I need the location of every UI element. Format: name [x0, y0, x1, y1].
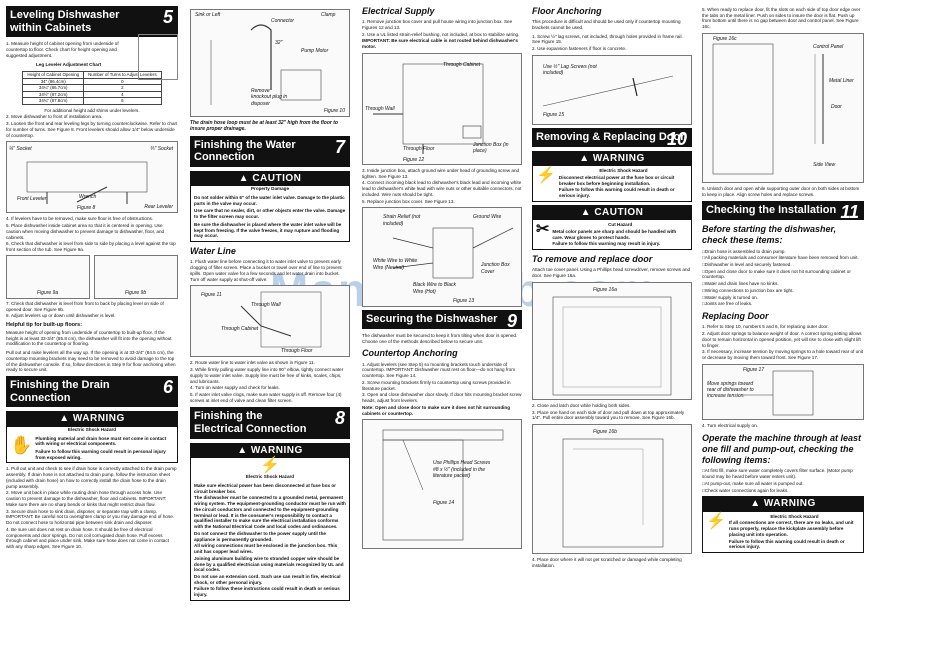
figure-8: ¼" Socket ⅔" Socket Front Leveler Wrench… — [6, 141, 178, 214]
junction-box-diagram — [373, 63, 484, 154]
leveler-diagram — [26, 162, 148, 205]
figure-9a: Figure 9a — [6, 254, 90, 299]
section-7-header: Finishing the Water Connection 7 — [190, 135, 350, 167]
figure-10: Sink or Left Connector Clamp 32" Pump Mo… — [190, 9, 350, 117]
countertop-anchoring-title: Countertop Anchoring — [362, 348, 458, 359]
door-side-view-diagram — [712, 43, 824, 175]
warning-box-final: ▲ WARNING ⚡ Electric Shock Hazard If all… — [702, 496, 864, 554]
column-1: Leveling Dishwasher within Cabinets 5 1.… — [6, 6, 178, 550]
cut-hazard-icon: ✂ — [536, 221, 550, 239]
figure-9b: Figure 9b — [94, 254, 178, 299]
caution-triangle-icon: ▲ — [238, 172, 253, 184]
shock-hazard-icon: ✋ — [10, 434, 33, 455]
dishwasher-illustration — [138, 34, 178, 80]
drain-loop-diagram — [210, 24, 322, 105]
section-10-header: Removing & Replacing Door 10 — [532, 127, 692, 149]
section-6-header: Finishing the Drain Connection 6 — [6, 376, 178, 408]
caution-triangle-icon: ▲ — [580, 206, 595, 218]
figure-12: Through Wall Through Cabinet Through Flo… — [362, 52, 522, 165]
water-line-title: Water Line — [190, 246, 236, 257]
wiring-diagram — [392, 228, 514, 279]
floor-anchoring-title: Floor Anchoring — [532, 6, 602, 16]
figure-16a: Figure 16a — [532, 281, 692, 400]
shock-hazard-icon: ⚡ — [706, 512, 726, 530]
door-screws-diagram — [552, 296, 672, 396]
shock-hazard-icon: ⚡ — [260, 457, 280, 475]
section-5-header: Leveling Dishwasher within Cabinets 5 — [6, 6, 178, 38]
water-line-diagram — [240, 292, 322, 348]
figure-11: Figure 11 Through Wall Through Cabinet T… — [190, 285, 350, 358]
section-11-header: Checking the Installation 11 — [702, 201, 864, 222]
caution-box-door: ▲ CAUTION ✂ Cut Hazard Metal color panel… — [532, 204, 692, 251]
door-removal-diagram — [562, 438, 664, 548]
door-spring-diagram — [743, 370, 814, 416]
shock-hazard-icon: ⚡ — [536, 167, 556, 185]
warning-box-drain: ▲ WARNING Electric Shock Hazard ✋ Plumbi… — [6, 411, 178, 464]
column-3: Electrical Supply 1. Remove junction box… — [362, 6, 522, 666]
figure-15: Use ½" Lag Screws (not included) Figure … — [532, 54, 692, 125]
warning-triangle-icon: ▲ — [750, 498, 764, 510]
warning-box-electrical: ▲ WARNING ⚡ Electric Shock Hazard Make s… — [190, 442, 350, 601]
figure-16b: Figure 16b — [532, 424, 692, 555]
column-2: Sink or Left Connector Clamp 32" Pump Mo… — [190, 6, 350, 666]
countertop-bracket-diagram — [382, 429, 504, 541]
floor-anchor-diagram — [542, 75, 674, 107]
helpful-tip-title: Helpful tip for built-up floors: — [6, 322, 83, 328]
caution-box-water: ▲ CAUTION Property Damage Do not solder … — [190, 170, 350, 243]
warning-triangle-icon: ▲ — [579, 152, 593, 164]
section-9-header: Securing the Dishwasher 9 — [362, 310, 522, 331]
column-4: Floor Anchoring This procedure is diffic… — [532, 6, 692, 568]
replacing-door-title: Replacing Door — [702, 311, 769, 322]
figure-16c: Figure 16c Control Panel Metal Liner Doo… — [702, 32, 864, 183]
warning-triangle-icon: ▲ — [237, 444, 251, 456]
electrical-supply-title: Electrical Supply — [362, 6, 435, 16]
figure-13: Strain Relief (not included) Ground Wire… — [362, 207, 522, 308]
warning-box-door: ▲ WARNING ⚡ Electric Shock Hazard Discon… — [532, 150, 692, 202]
column-5: 5. When ready to replace door, fit the s… — [702, 6, 864, 666]
section-8-header: Finishing the Electrical Connection 8 — [190, 407, 350, 439]
figure-14: Use Phillips Head Screws #8 x ½" (includ… — [362, 419, 522, 550]
warning-triangle-icon: ▲ — [59, 413, 73, 425]
figure-17: Figure 17 Move springs toward rear of di… — [702, 363, 864, 420]
table-title: Leg Leveler Adjustment Chart — [36, 62, 102, 68]
figure-9-row: Figure 9a Figure 9b — [6, 254, 178, 299]
